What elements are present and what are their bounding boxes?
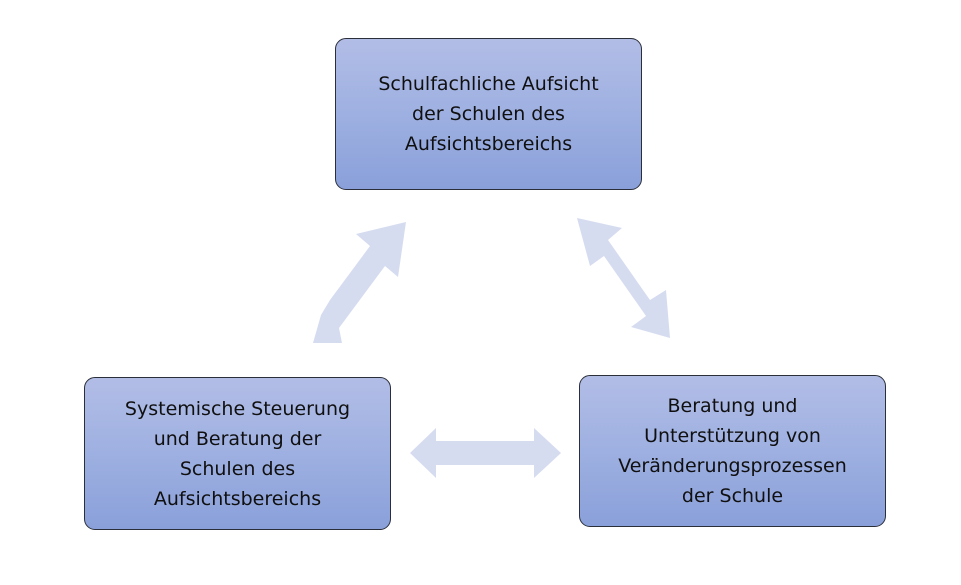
box-left-line-3: Schulen des xyxy=(179,457,296,480)
box-left-line-4: Aufsichtsbereichs xyxy=(153,487,322,510)
box-left-line-2: und Beratung der xyxy=(153,427,322,450)
box-top-line-3: Aufsichtsbereichs xyxy=(404,133,573,155)
box-right-line-2: Unterstützung von xyxy=(644,425,821,447)
arrow-left-right-double xyxy=(410,428,561,478)
box-schulfachliche-aufsicht: Schulfachliche Aufsicht der Schulen des … xyxy=(335,38,642,190)
box-right-line-3: Veränderungsprozessen xyxy=(618,455,847,477)
box-right-line-4: der Schule xyxy=(681,485,784,507)
box-right-text: Beratung und Unterstützung von Veränderu… xyxy=(618,391,847,511)
box-left-line-1: Systemische Steuerung xyxy=(124,397,351,420)
box-top-line-2: der Schulen des xyxy=(412,103,565,125)
box-systemische-steuerung: Systemische Steuerung und Beratung der S… xyxy=(84,377,391,530)
box-top-text: Schulfachliche Aufsicht der Schulen des … xyxy=(378,69,598,159)
box-top-line-1: Schulfachliche Aufsicht xyxy=(378,73,599,95)
box-right-line-1: Beratung und xyxy=(667,395,798,417)
arrow-top-right-double xyxy=(577,218,670,338)
arrow-top-left-double xyxy=(313,222,406,343)
box-beratung-unterstuetzung: Beratung und Unterstützung von Veränderu… xyxy=(579,375,886,527)
box-left-text: Systemische Steuerung und Beratung der S… xyxy=(125,394,350,514)
